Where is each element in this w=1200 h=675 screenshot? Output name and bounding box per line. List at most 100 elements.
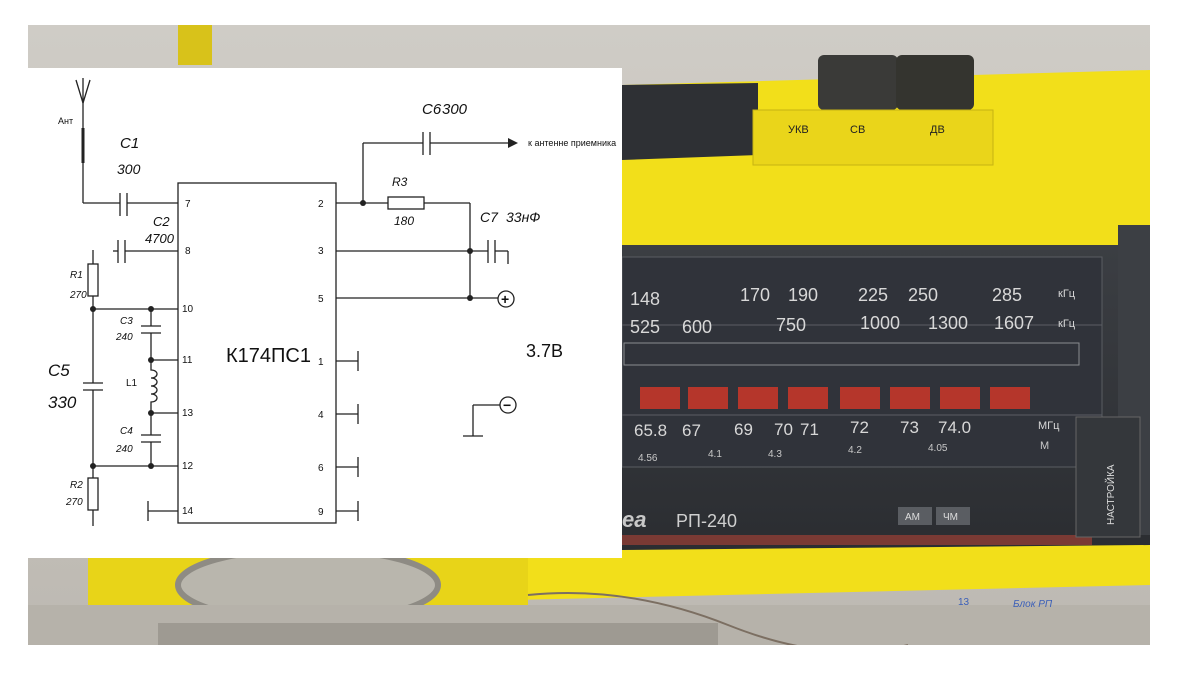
antenna-label: Ант xyxy=(58,116,73,126)
c1-ref: C1 xyxy=(120,135,139,152)
red-mark-2 xyxy=(688,387,728,409)
pin-8: 8 xyxy=(185,246,191,257)
scale-2-4: 1300 xyxy=(928,313,968,333)
scale-1-4: 250 xyxy=(908,285,938,305)
scale-3-0: 65.8 xyxy=(634,421,667,440)
scale-1-1: 170 xyxy=(740,285,770,305)
red-mark-4 xyxy=(788,387,828,409)
r1-ref: R1 xyxy=(70,270,83,281)
inductor-l1 xyxy=(150,360,158,413)
scale-4-0: 4.56 xyxy=(638,453,658,464)
scale-4-2: 4.3 xyxy=(768,449,782,460)
band-label-sv: СВ xyxy=(850,124,865,136)
r3-ref: R3 xyxy=(392,175,408,189)
band-panel xyxy=(752,109,994,166)
handwriting-2: Блок РП xyxy=(1013,599,1053,610)
scale-row-3: 65.8 67 69 70 71 72 73 74.0 МГц xyxy=(634,418,1060,440)
red-mark-3 xyxy=(738,387,778,409)
scale-4-3: 4.2 xyxy=(848,445,862,456)
c3-ref: C3 xyxy=(120,316,133,327)
scale-3-unit: МГц xyxy=(1038,420,1060,432)
scale-3-2: 69 xyxy=(734,420,753,439)
scale-3-6: 73 xyxy=(900,418,919,437)
mode-button-am[interactable] xyxy=(898,507,932,525)
plus-terminal xyxy=(497,290,515,308)
scale-row-2: 525 600 750 1000 1300 1607 кГц xyxy=(630,313,1076,337)
r2-value: 270 xyxy=(65,497,83,508)
red-mark-5 xyxy=(840,387,880,409)
voltage-label: 3.7В xyxy=(526,341,563,361)
pin-13: 13 xyxy=(182,408,194,419)
red-mark-7 xyxy=(940,387,980,409)
r3-value: 180 xyxy=(394,214,414,228)
tuning-label: НАСТРОЙКА xyxy=(1104,464,1117,525)
red-mark-1 xyxy=(640,387,680,409)
scale-2-3: 1000 xyxy=(860,313,900,333)
capacitor-c1 xyxy=(119,193,128,216)
scale-3-5: 72 xyxy=(850,418,869,437)
c7-ref: C7 xyxy=(480,209,499,225)
c2-value: 4700 xyxy=(145,231,175,246)
pins-left: 7 8 10 11 13 12 14 xyxy=(182,199,194,517)
band-knob-left[interactable] xyxy=(818,55,898,110)
scale-4-unit: М xyxy=(1040,440,1049,452)
resistor-r2 xyxy=(87,477,99,511)
pin-7: 7 xyxy=(185,199,191,210)
pin-9: 9 xyxy=(318,507,324,518)
r1-value: 270 xyxy=(69,290,87,301)
scale-row-1: 148 170 190 225 250 285 кГц xyxy=(630,285,1076,309)
scale-3-1: 67 xyxy=(682,421,701,440)
antenna-icon xyxy=(75,78,91,203)
mode-buttons: АМ ЧМ xyxy=(898,507,970,525)
resistor-r1 xyxy=(87,263,99,297)
red-mark-8 xyxy=(990,387,1030,409)
radio-upper-band xyxy=(622,175,1150,245)
scale-row-4: 4.56 4.1 4.3 4.2 4.05 М xyxy=(638,440,1049,464)
pin-1: 1 xyxy=(318,357,324,368)
band-knob-right[interactable] xyxy=(896,55,974,110)
c7-value: 33нФ xyxy=(506,209,540,225)
table-plate xyxy=(158,623,718,645)
capacitor-c7 xyxy=(487,240,496,263)
chip-label: К174ПС1 xyxy=(226,345,311,367)
c5-ref: C5 xyxy=(48,361,70,380)
c5-value: 330 xyxy=(48,393,77,412)
c6-value: 300 xyxy=(442,101,468,118)
capacitor-c2 xyxy=(117,240,126,263)
tuning-knob-panel[interactable] xyxy=(1075,416,1141,538)
scale-2-2: 750 xyxy=(776,315,806,335)
c2-ref: C2 xyxy=(153,214,170,229)
band-label-ukv: УКВ xyxy=(788,124,809,136)
c6-ref: C6 xyxy=(422,101,442,118)
minus-symbol: − xyxy=(503,397,511,413)
c1-value: 300 xyxy=(117,161,141,177)
output-label: к антенне приемника xyxy=(528,138,616,148)
mode-button-chm[interactable] xyxy=(936,507,970,525)
pin-12: 12 xyxy=(182,461,194,472)
capacitor-c4 xyxy=(141,434,161,443)
l1-ref: L1 xyxy=(126,378,138,389)
pin-10: 10 xyxy=(182,304,194,315)
junction-dots xyxy=(90,200,473,469)
plus-symbol: + xyxy=(501,291,509,307)
radio-handle xyxy=(178,25,212,65)
handwriting-1: 13 xyxy=(958,597,970,608)
scale-4-1: 4.1 xyxy=(708,449,722,460)
capacitor-c3 xyxy=(141,325,161,334)
brand-fragment: ea xyxy=(622,507,646,532)
c4-value: 240 xyxy=(115,444,133,455)
resistor-r3 xyxy=(387,196,425,210)
scale-3-4: 71 xyxy=(800,420,819,439)
scale-2-unit: кГц xyxy=(1058,318,1076,330)
scale-red-marks xyxy=(640,387,1030,409)
pin-4: 4 xyxy=(318,410,324,421)
scale-4-4: 4.05 xyxy=(928,443,948,454)
scale-1-2: 190 xyxy=(788,285,818,305)
scale-3-7: 74.0 xyxy=(938,418,971,437)
pin-3: 3 xyxy=(318,246,324,257)
circuit-schematic: Ант C1 300 C2 4700 R1 270 C3 240 L1 C4 2… xyxy=(28,68,622,558)
scale-2-5: 1607 xyxy=(994,313,1034,333)
c4-ref: C4 xyxy=(120,426,133,437)
ic-body xyxy=(177,182,337,524)
band-label-dv: ДВ xyxy=(930,124,945,136)
